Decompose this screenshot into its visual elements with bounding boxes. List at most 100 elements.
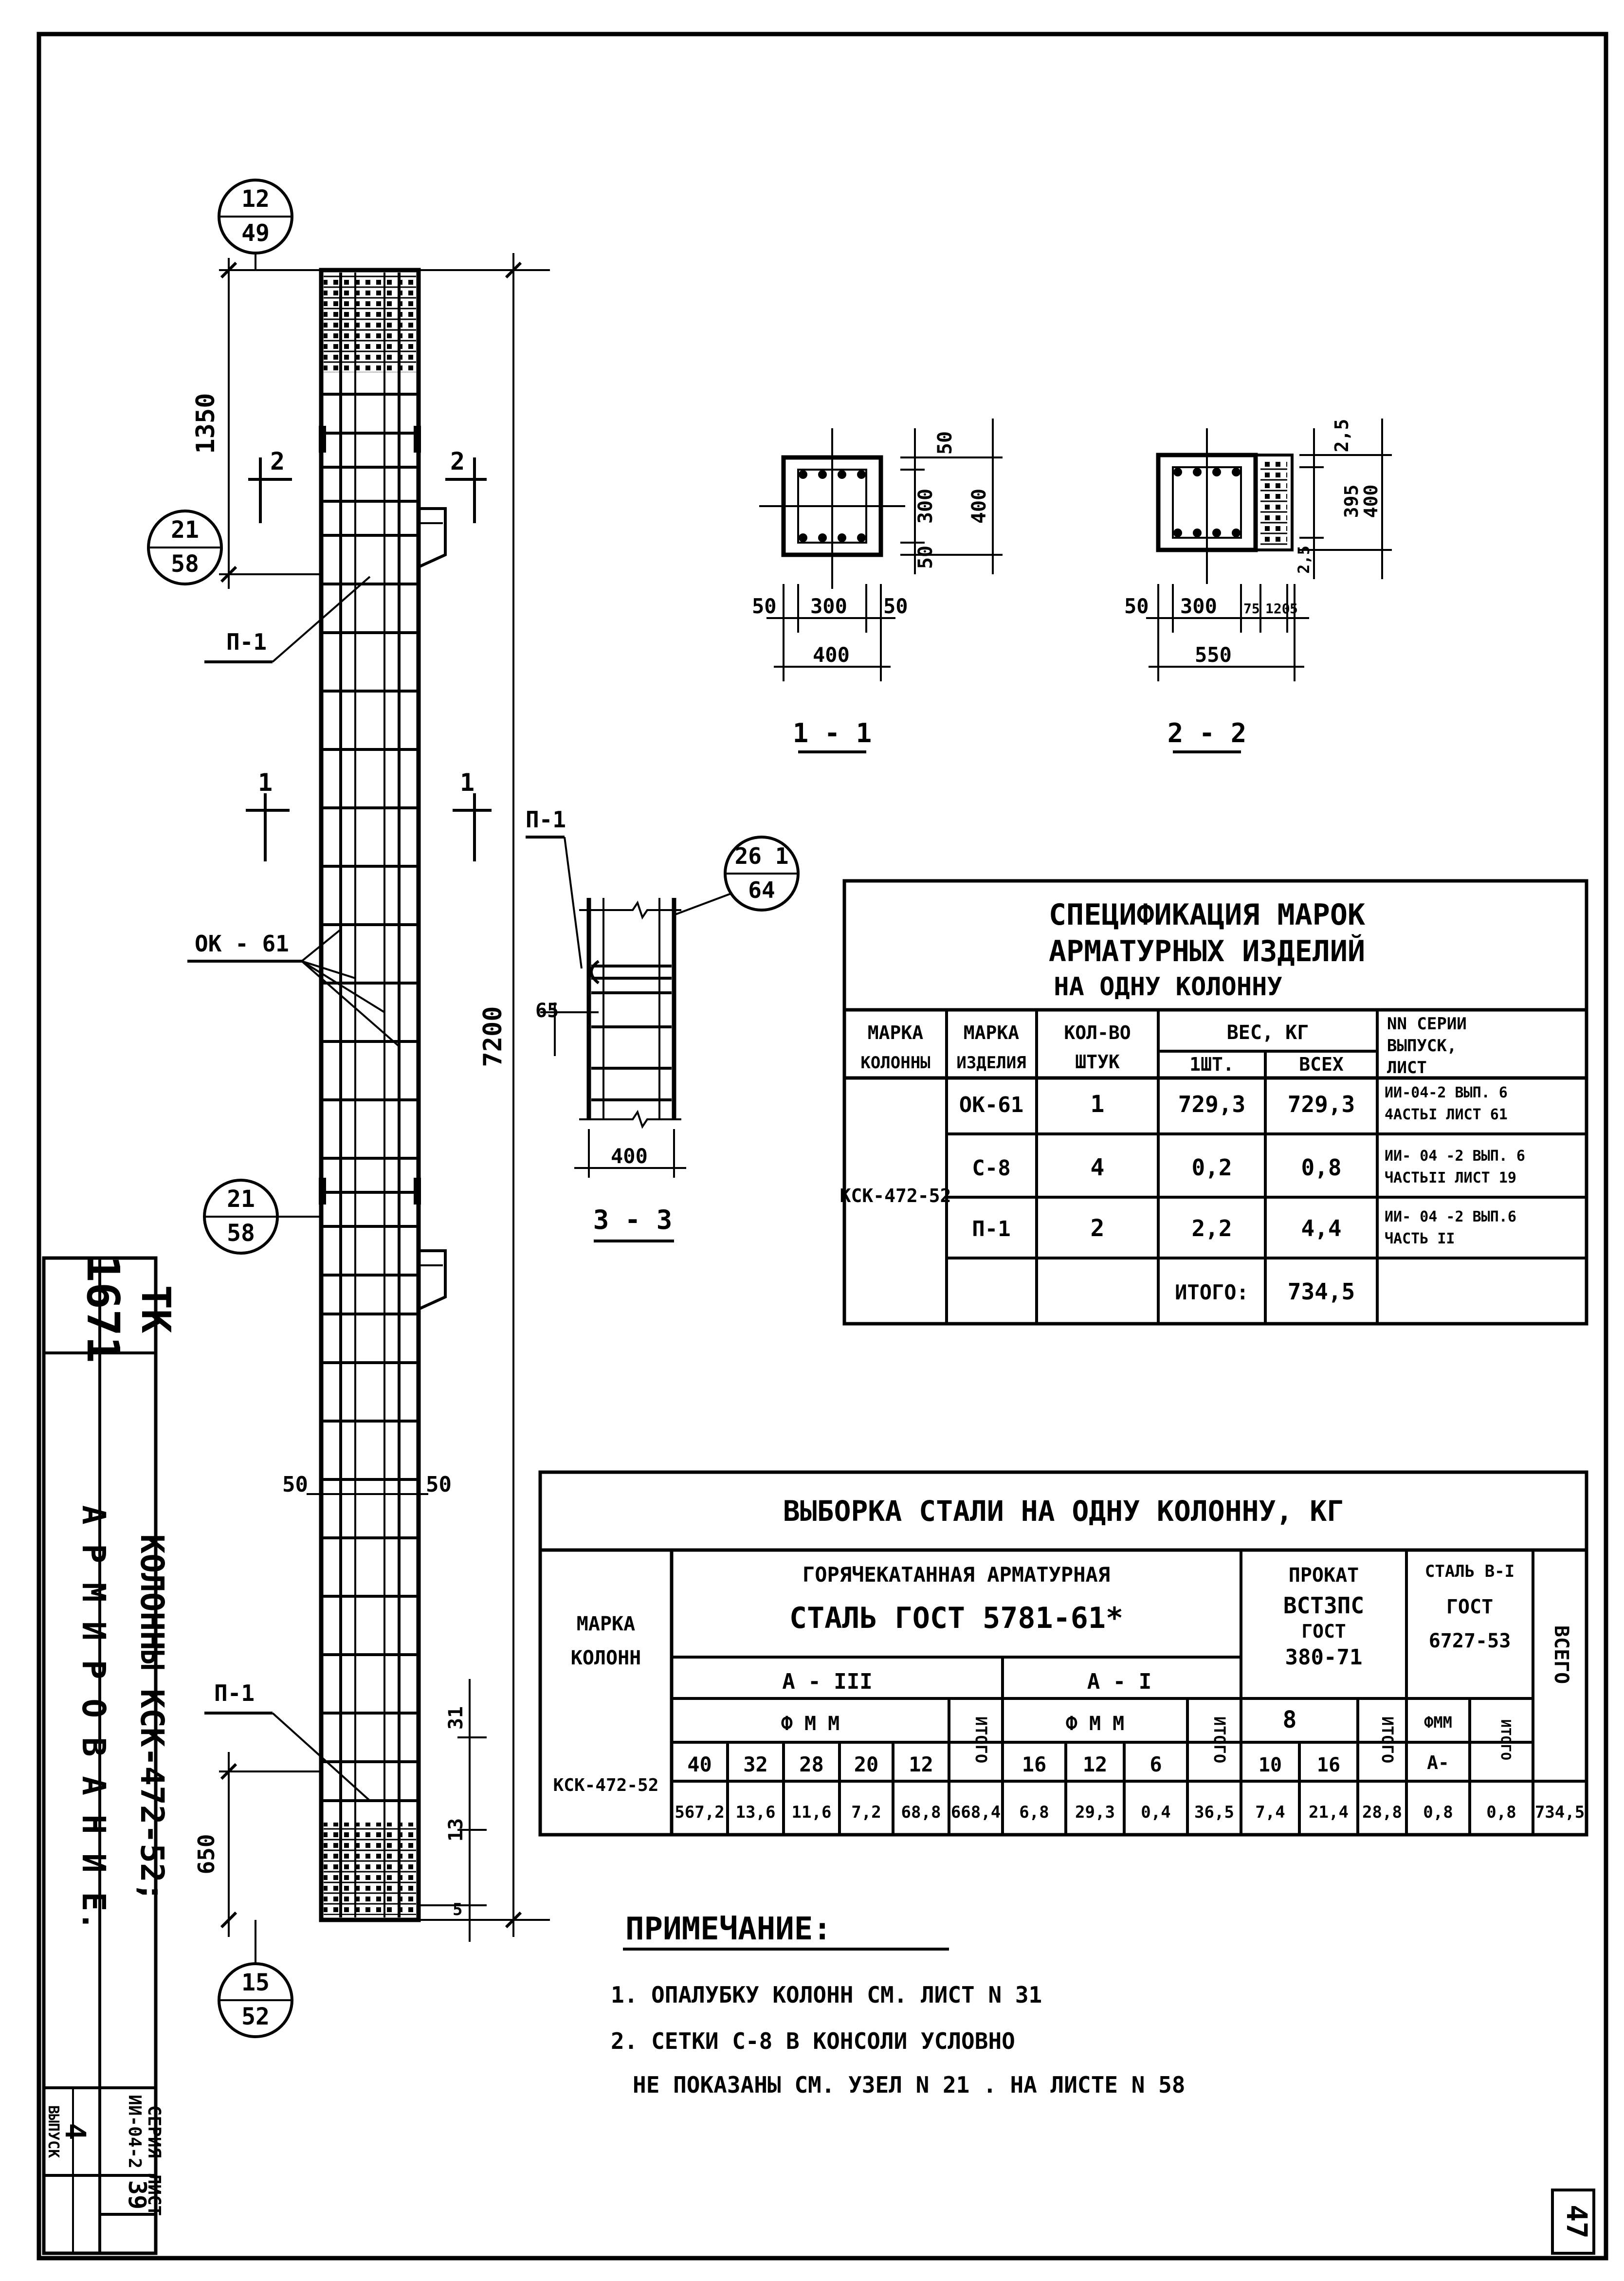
svg-text:МАРКА: МАРКА	[868, 1022, 924, 1043]
steel-total: 28,8	[1362, 1803, 1402, 1822]
svg-text:50: 50	[752, 594, 777, 618]
node-bubble-21-58-bottom: 21 58	[203, 1179, 321, 1255]
svg-text:ЛИСТ: ЛИСТ	[1387, 1058, 1427, 1077]
title-tk: ТК	[132, 1285, 179, 1333]
svg-text:2,5: 2,5	[1295, 546, 1313, 574]
spec-one: 0,2	[1191, 1154, 1232, 1181]
dim-400-sec33: 400	[611, 1144, 648, 1168]
svg-text:ВСТ3ПС: ВСТ3ПС	[1283, 1592, 1364, 1619]
svg-text:5: 5	[1290, 601, 1298, 617]
steel-diam: 28	[799, 1752, 824, 1776]
steel-value: 7,4	[1255, 1803, 1285, 1822]
dim-650: 650	[193, 1834, 219, 1874]
sheet-border	[36, 32, 1608, 2261]
callout-p1-bottom: П-1	[204, 1680, 371, 1802]
steel-table: ВЫБОРКА СТАЛИ НА ОДНУ КОЛОННУ, КГ МАРКА …	[538, 1470, 1588, 1837]
svg-text:П-1: П-1	[226, 629, 267, 655]
note-2-cont: НЕ ПОКАЗАНЫ СМ. УЗЕЛ N 21 . НА ЛИСТЕ N 5…	[633, 2072, 1185, 2098]
spec-title-1: СПЕЦИФИКАЦИЯ МАРОК	[1049, 898, 1365, 932]
spec-all: 4,4	[1301, 1215, 1341, 1241]
steel-diam: 6	[1150, 1752, 1162, 1776]
title-name: КОЛОННЫ КСК-472-52;	[133, 1534, 171, 1902]
spec-one: 2,2	[1191, 1215, 1232, 1241]
svg-text:КОЛ-ВО: КОЛ-ВО	[1064, 1022, 1131, 1043]
callout-p1-top: П-1	[204, 576, 371, 663]
svg-text:ИТОГО: ИТОГО	[1378, 1716, 1397, 1763]
spec-ref: ИИ- 04 -2 ВЫП.6	[1385, 1208, 1516, 1225]
svg-text:58: 58	[171, 550, 199, 578]
steel-value: 13,6	[736, 1803, 776, 1822]
steel-value: 567,2	[675, 1803, 724, 1822]
svg-text:1: 1	[460, 768, 474, 797]
svg-text:ВЫПУСК,: ВЫПУСК,	[1387, 1036, 1457, 1056]
svg-text:6727-53: 6727-53	[1429, 1630, 1511, 1652]
svg-text:400: 400	[968, 489, 990, 524]
steel-value: 0,4	[1141, 1803, 1170, 1822]
spec-table: СПЕЦИФИКАЦИЯ МАРОК АРМАТУРНЫХ ИЗДЕЛИЙ НА…	[840, 879, 1588, 1326]
section-1-1: 50 300 50 400 50 300 50 400 1 - 1	[752, 419, 1003, 753]
svg-text:ПРОКАТ: ПРОКАТ	[1289, 1564, 1359, 1587]
svg-text:ИТОГО: ИТОГО	[972, 1716, 990, 1763]
dim-7200: 7200	[478, 1006, 508, 1067]
mesh-top	[324, 275, 416, 372]
page-number: 47	[1560, 2205, 1593, 2239]
svg-text:400: 400	[813, 643, 850, 667]
svg-text:ШТУК: ШТУК	[1075, 1051, 1120, 1073]
callout-p1-detail: П-1	[526, 806, 566, 833]
notes-title: ПРИМЕЧАНИЕ:	[625, 1911, 832, 1947]
svg-text:А-: А-	[1427, 1752, 1449, 1773]
dim-50-left: 50	[282, 1472, 308, 1497]
section-2-2-title: 2 - 2	[1168, 718, 1247, 748]
svg-text:300: 300	[914, 489, 937, 524]
svg-text:А - I: А - I	[1087, 1669, 1151, 1694]
dim-31: 31	[445, 1706, 467, 1730]
spec-ref: ИИ- 04 -2 ВЫП. 6	[1385, 1148, 1525, 1165]
svg-text:2: 2	[450, 447, 465, 475]
vypusk-value: 4	[59, 2123, 92, 2140]
svg-text:Ф М М: Ф М М	[781, 1713, 839, 1735]
steel-value: 29,3	[1075, 1803, 1115, 1822]
dim-1350: 1350	[191, 393, 220, 454]
section-3-3: 400 65 П-1 3 - 3	[526, 806, 686, 1242]
section-2-2: 50 300 75 120 5 550 2,5 395 2,5 400 2 - …	[1124, 419, 1392, 753]
section-mark-1-right: 1	[453, 768, 492, 861]
svg-text:МАРКА: МАРКА	[577, 1613, 635, 1635]
steel-diam: 16	[1022, 1752, 1047, 1776]
steel-value: 68,8	[901, 1803, 941, 1822]
spec-item: П-1	[972, 1217, 1010, 1241]
svg-text:75: 75	[1243, 601, 1260, 617]
steel-total: 668,4	[951, 1803, 1001, 1822]
svg-text:КОЛОННЫ: КОЛОННЫ	[860, 1053, 930, 1073]
svg-text:ГОРЯЧЕКАТАННАЯ АРМАТУРНАЯ: ГОРЯЧЕКАТАННАЯ АРМАТУРНАЯ	[803, 1563, 1110, 1587]
svg-text:NN СЕРИИ: NN СЕРИИ	[1387, 1014, 1467, 1034]
note-2: 2. СЕТКИ С-8 В КОНСОЛИ УСЛОВНО	[611, 2028, 1015, 2054]
svg-text:50: 50	[934, 431, 956, 455]
notes: ПРИМЕЧАНИЕ: 1. ОПАЛУБКУ КОЛОНН СМ. ЛИСТ …	[611, 1911, 1185, 2098]
steel-mark: КСК-472-52	[553, 1775, 659, 1795]
svg-text:Ф М М: Ф М М	[1066, 1713, 1124, 1735]
vypusk-label: ВЫПУСК	[45, 2105, 62, 2158]
page-number-box: 47	[1551, 2189, 1595, 2255]
steel-diam: 16	[1317, 1754, 1340, 1776]
dim-50-right: 50	[426, 1472, 452, 1497]
spec-qty: 1	[1091, 1091, 1105, 1118]
spec-qty: 4	[1091, 1154, 1105, 1181]
series-label: СЕРИЯ	[144, 2105, 164, 2158]
svg-text:300: 300	[1180, 594, 1217, 618]
title-code: 1671	[77, 1255, 129, 1363]
svg-text:СТАЛЬ В-I: СТАЛЬ В-I	[1425, 1562, 1515, 1581]
spec-column-mark: КСК-472-52	[840, 1185, 951, 1206]
spec-ref: ИИ-04-2 ВЫП. 6	[1385, 1084, 1508, 1101]
svg-text:ОК - 61: ОК - 61	[195, 931, 289, 957]
svg-text:49: 49	[241, 219, 270, 247]
spec-qty: 2	[1091, 1215, 1105, 1242]
svg-text:8: 8	[1283, 1706, 1297, 1734]
steel-diam: 20	[854, 1752, 879, 1776]
section-mark-2-right: 2	[445, 447, 487, 523]
svg-text:58: 58	[227, 1220, 255, 1247]
svg-text:550: 550	[1195, 643, 1232, 667]
svg-text:21: 21	[171, 516, 199, 544]
steel-value: 11,6	[792, 1803, 832, 1822]
svg-text:ВЕС, КГ: ВЕС, КГ	[1227, 1022, 1309, 1044]
spec-total-value: 734,5	[1288, 1278, 1355, 1305]
